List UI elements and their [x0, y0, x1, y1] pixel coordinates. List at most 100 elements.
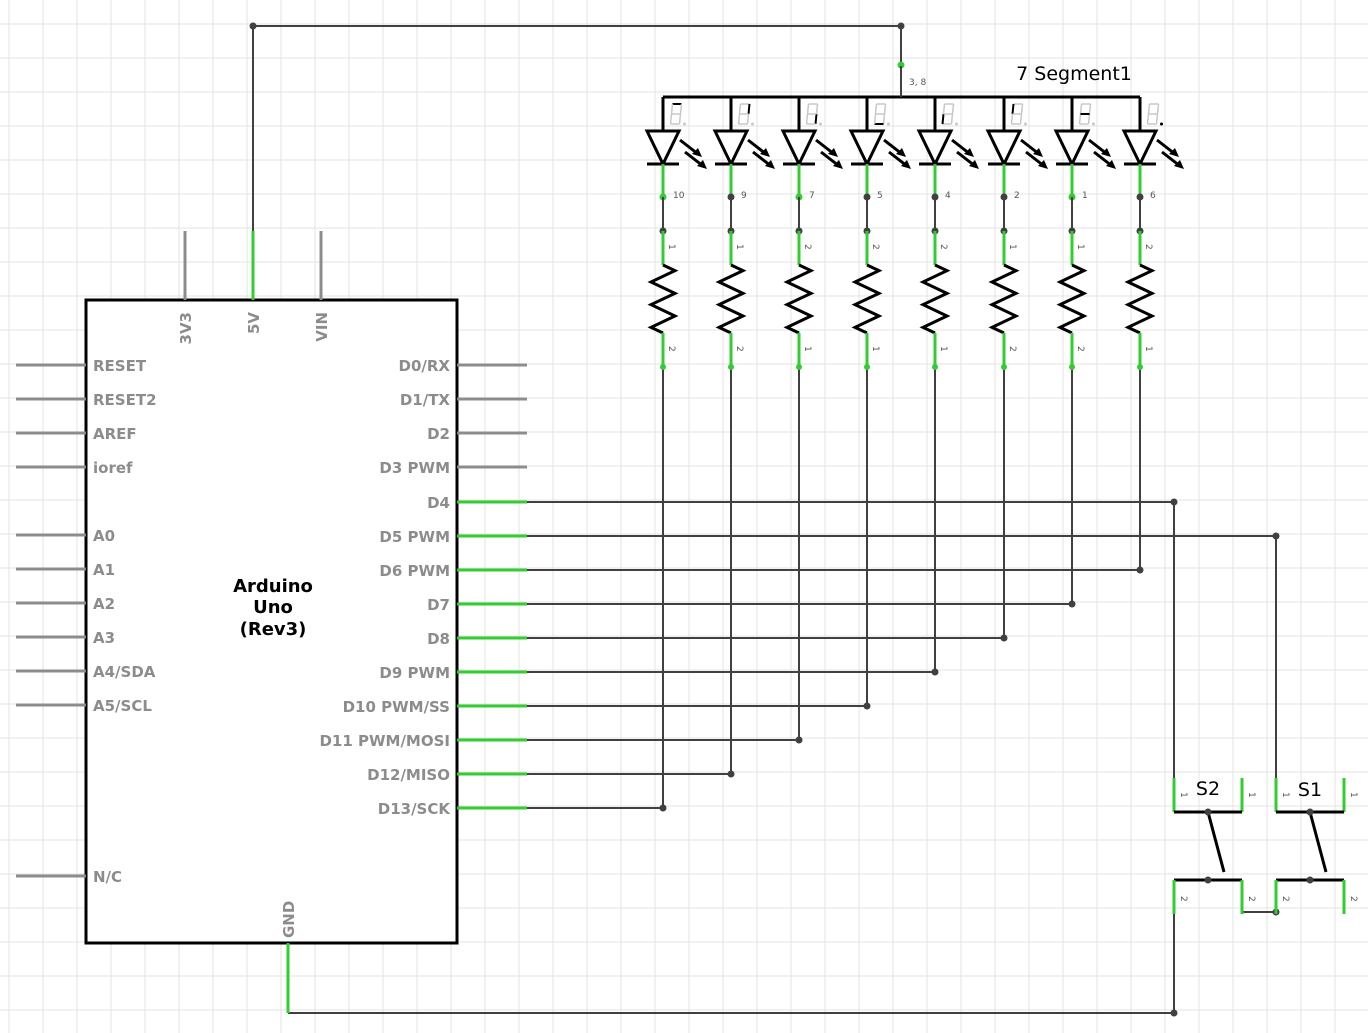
glyph-stroke	[873, 113, 877, 125]
led-arrow-head	[1169, 148, 1179, 157]
pin-label-right: D12/MISO	[367, 766, 450, 784]
led-pin-number: 9	[741, 191, 747, 201]
glyph-dp	[1160, 122, 1163, 126]
led-arrow-head	[692, 148, 702, 157]
switch-actuator	[1308, 811, 1328, 873]
wire-d5-s1	[527, 535, 1277, 778]
resistor[interactable]: 21	[919, 197, 951, 370]
segment-led[interactable]: 2	[985, 97, 1048, 201]
segment-led[interactable]: 1	[1053, 97, 1116, 201]
glyph-stroke	[1078, 113, 1082, 125]
switch-s1-label: S1	[1298, 779, 1322, 801]
switch-pin-label: 1	[1178, 792, 1188, 798]
led-arrow-head	[964, 148, 974, 157]
resistor-pin-dot	[864, 364, 870, 370]
resistor-zigzag-icon	[919, 263, 951, 335]
led-arrow-head	[1174, 160, 1184, 169]
glyph-stroke	[1011, 103, 1015, 115]
segment-led[interactable]: 10	[644, 97, 707, 201]
led-arrow-head	[833, 160, 843, 169]
led-diode-icon	[712, 129, 750, 168]
resistor-pin-dot	[728, 364, 734, 370]
glyph-stroke	[1155, 113, 1159, 125]
led-diode-icon	[780, 129, 818, 168]
pin-label-right: D7	[427, 596, 450, 614]
seven-segment-label: 7 Segment1	[1016, 63, 1132, 85]
glyph-stroke	[874, 103, 878, 115]
pin-label-right: D8	[427, 630, 450, 648]
board-outline	[84, 298, 459, 945]
resistor-pin-label-top: 2	[870, 244, 880, 250]
board-title-line-1: Arduino	[233, 576, 313, 597]
segment-led[interactable]: 6	[1121, 97, 1184, 201]
led-arrow-head	[828, 148, 838, 157]
resistor[interactable]: 21	[851, 197, 883, 370]
junction-dot	[1170, 1009, 1178, 1017]
resistor-pin-label-top: 1	[1075, 244, 1085, 250]
arduino-uno-board[interactable]: Arduino Uno (Rev3)	[84, 298, 459, 945]
common-pin-dot	[897, 61, 905, 69]
junction-dot	[659, 804, 667, 812]
pin-label-left: A2	[93, 595, 115, 613]
glyph-stroke	[746, 113, 750, 125]
segment-led[interactable]: 9	[712, 97, 775, 201]
glyph-stroke	[737, 113, 741, 125]
segment-led[interactable]: 4	[916, 97, 979, 201]
switch-pin-label: 2	[1348, 896, 1358, 902]
pin-label-right: D13/SCK	[378, 800, 452, 818]
led-arrow-head	[760, 148, 770, 157]
segment-led[interactable]: 7	[780, 97, 843, 201]
segment-glyph-icon	[737, 103, 754, 126]
resistor[interactable]: 12	[715, 197, 747, 370]
switch-contact-dot	[1306, 876, 1314, 884]
led-arrow-head	[1033, 148, 1043, 157]
junction-dot	[1068, 600, 1076, 608]
glyph-stroke	[1079, 103, 1083, 115]
glyph-dp	[1092, 122, 1095, 126]
glyph-stroke	[670, 103, 674, 115]
glyph-stroke	[1019, 113, 1023, 125]
wire-d4-s2	[527, 501, 1175, 778]
junction-dot	[1136, 566, 1144, 574]
led-pin-number: 7	[809, 191, 815, 201]
glyph-dp	[819, 122, 822, 126]
glyph-stroke	[882, 113, 886, 125]
glyph-stroke	[1146, 113, 1150, 125]
segment-glyph-icon	[805, 103, 822, 126]
junction-dot	[1000, 634, 1008, 642]
resistor[interactable]: 12	[1056, 197, 1088, 370]
pin-label-right: D11 PWM/MOSI	[319, 732, 450, 750]
led-pin-number: 10	[673, 191, 685, 201]
pin-label-left: A3	[93, 629, 115, 647]
resistor-pin-label-top: 2	[938, 244, 948, 250]
resistor[interactable]: 21	[783, 197, 815, 370]
board-title-line-2: Uno	[253, 597, 293, 618]
segment-led[interactable]: 5	[848, 97, 911, 201]
wire-segment-drive	[527, 367, 664, 809]
resistor-zigzag-icon	[783, 263, 815, 335]
resistor-pin-label-bottom: 1	[802, 346, 812, 352]
resistor-pin-label-bottom: 1	[870, 346, 880, 352]
resistor[interactable]: 12	[988, 197, 1020, 370]
segment-glyph-icon	[1146, 103, 1163, 126]
glyph-stroke	[1020, 103, 1024, 115]
resistor-zigzag-icon	[647, 263, 679, 335]
board-title-line-3: (Rev3)	[240, 619, 307, 640]
resistor[interactable]: 21	[1124, 197, 1156, 370]
glyph-dp	[887, 122, 890, 126]
resistor-pin-label-top: 1	[1007, 244, 1017, 250]
pin-label-bottom: GND	[280, 901, 298, 938]
pin-label-left: AREF	[93, 425, 137, 443]
resistor-pin-label-top: 2	[802, 244, 812, 250]
pin-label-left: RESET2	[93, 391, 157, 409]
wire-5v-common	[252, 25, 902, 231]
glyph-stroke	[806, 103, 810, 115]
resistor[interactable]: 12	[647, 197, 679, 370]
pin-label-left: A1	[93, 561, 115, 579]
